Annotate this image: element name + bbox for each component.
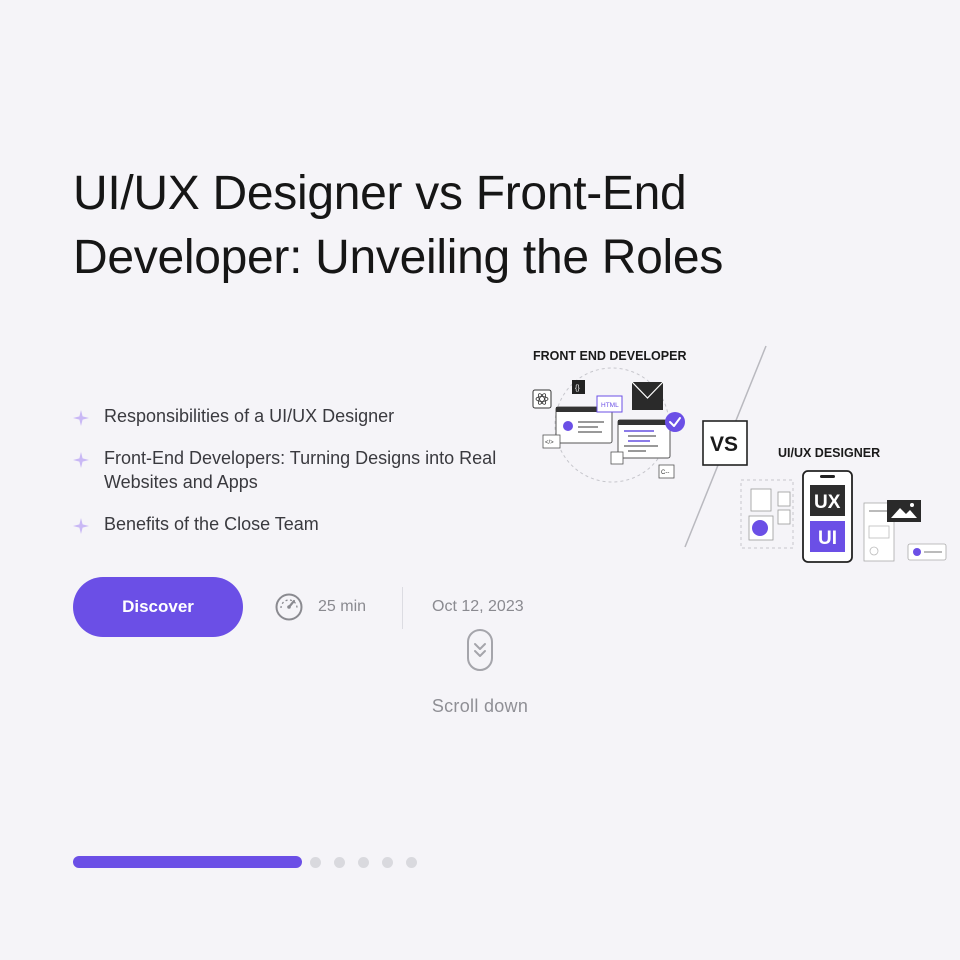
react-icon bbox=[532, 389, 552, 409]
wireframe-panel bbox=[740, 479, 794, 549]
slide-indicator[interactable] bbox=[358, 856, 369, 868]
sparkle-icon bbox=[73, 518, 89, 534]
slide-indicator[interactable] bbox=[382, 856, 393, 868]
check-icon bbox=[665, 412, 685, 432]
bullet-text: Front-End Developers: Turning Designs in… bbox=[104, 448, 497, 492]
html-tag-icon bbox=[596, 395, 623, 413]
vs-badge bbox=[702, 420, 748, 466]
html-tag-text: HTML bbox=[601, 402, 619, 409]
publish-date: Oct 12, 2023 bbox=[432, 598, 524, 615]
sparkle-icon bbox=[73, 410, 89, 426]
meta-divider bbox=[402, 587, 403, 629]
slide-indicator[interactable] bbox=[406, 856, 417, 868]
roles-illustration: FRONT END DEVELOPER {} HTML </> C-- VS U… bbox=[532, 345, 947, 563]
svg-text:</>: </> bbox=[545, 440, 554, 446]
image-icon bbox=[887, 500, 921, 522]
page-title: UI/UX Designer vs Front-End Developer: U… bbox=[73, 167, 724, 284]
read-time: 25 min bbox=[274, 592, 366, 622]
list-item: Benefits of the Close Team bbox=[73, 512, 513, 536]
ux-text: UX bbox=[814, 492, 841, 513]
slider-progress bbox=[73, 856, 430, 868]
speedometer-icon bbox=[275, 593, 303, 621]
small-tag-icon bbox=[542, 434, 561, 449]
small-box-icon bbox=[610, 451, 624, 465]
list-item: Front-End Developers: Turning Designs in… bbox=[73, 446, 513, 494]
front-end-label: FRONT END DEVELOPER bbox=[533, 349, 687, 363]
uiux-label: UI/UX DESIGNER bbox=[778, 446, 880, 460]
bullet-text: Responsibilities of a UI/UX Designer bbox=[104, 406, 395, 426]
sparkle-icon bbox=[73, 452, 89, 468]
bullet-list: Responsibilities of a UI/UX Designer Fro… bbox=[73, 404, 513, 554]
svg-text:C--: C-- bbox=[661, 470, 669, 476]
slide-indicator[interactable] bbox=[310, 856, 321, 868]
list-item: Responsibilities of a UI/UX Designer bbox=[73, 404, 513, 428]
ui-text: UI bbox=[818, 528, 837, 549]
code-window-icon bbox=[617, 419, 671, 459]
svg-text:{}: {} bbox=[575, 385, 580, 392]
code-braces-icon bbox=[572, 380, 585, 394]
read-time-text: 25 min bbox=[318, 598, 367, 615]
small-code-icon bbox=[658, 464, 675, 479]
bullet-text: Benefits of the Close Team bbox=[104, 514, 319, 534]
scroll-down-label[interactable]: Scroll down bbox=[431, 696, 529, 716]
slide-indicator[interactable] bbox=[334, 856, 345, 868]
vs-text: VS bbox=[710, 433, 738, 456]
slide-indicator-active[interactable] bbox=[73, 856, 302, 868]
scroll-down-icon[interactable] bbox=[466, 628, 494, 672]
discover-button[interactable]: Discover bbox=[73, 577, 243, 637]
